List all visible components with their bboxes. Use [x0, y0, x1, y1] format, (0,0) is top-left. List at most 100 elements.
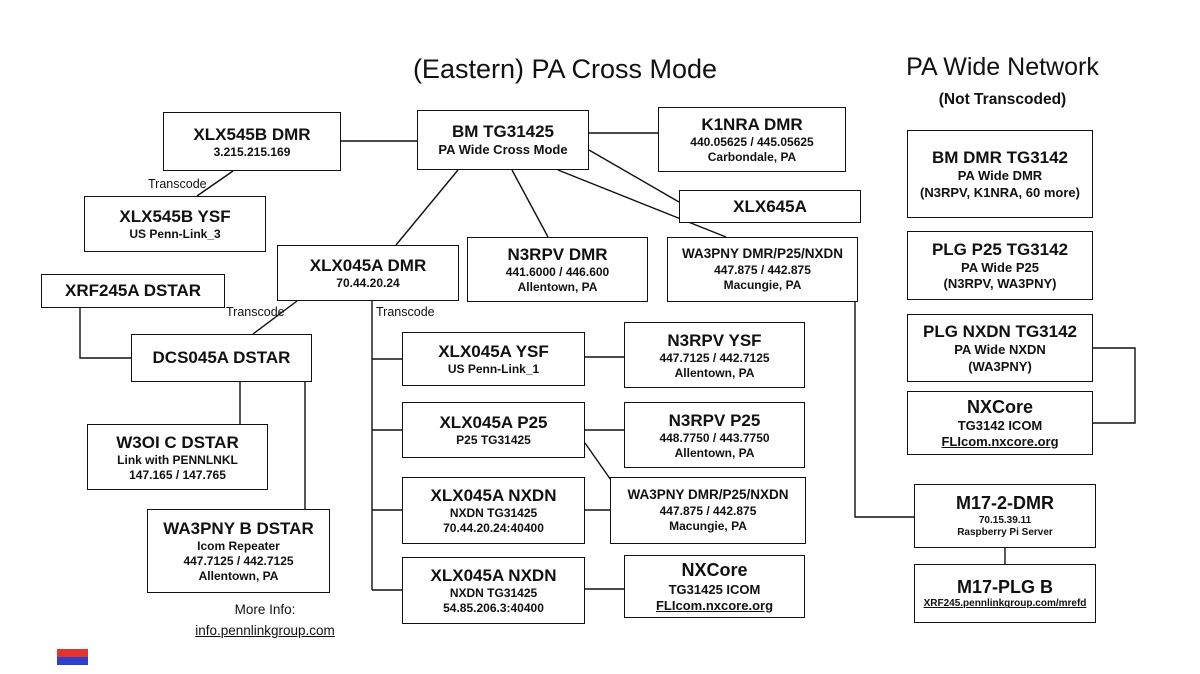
node-xlx645a: XLX645A — [679, 190, 861, 223]
node-title: N3RPV YSF — [667, 330, 762, 350]
node-wa3pny-multi-bottom: WA3PNY DMR/P25/NXDN 447.875 / 442.875 Ma… — [610, 477, 806, 544]
edge-bm-n3rpvdmr — [511, 169, 549, 238]
node-xlx045a-nxdn-1: XLX045A NXDN NXDN TG31425 70.44.20.24:40… — [402, 477, 585, 544]
node-m17-plg-b: M17-PLG B XRF245.pennlinkgroup.com/mrefd — [914, 564, 1096, 623]
node-title: N3RPV P25 — [668, 410, 761, 430]
node-k1nra-dmr: K1NRA DMR 440.05625 / 445.05625 Carbonda… — [658, 107, 846, 172]
node-sub: (N3RPV, K1NRA, 60 more) — [920, 184, 1080, 200]
node-sub: PA Wide DMR — [957, 168, 1043, 184]
node-title: NXCore — [966, 396, 1033, 417]
node-bm-dmr-tg3142: BM DMR TG3142 PA Wide DMR (N3RPV, K1NRA,… — [907, 130, 1093, 218]
node-sub: NXDN TG31425 — [449, 586, 538, 601]
node-n3rpv-dmr: N3RPV DMR 441.6000 / 446.600 Allentown, … — [467, 237, 648, 302]
transcode-label-1: Transcode — [148, 177, 207, 191]
edge-p25-wa3pny-bottom — [584, 442, 614, 484]
node-title: M17-PLG B — [956, 577, 1053, 598]
node-sub: Allentown, PA — [674, 445, 755, 460]
node-title: PLG P25 TG3142 — [931, 239, 1069, 259]
node-bm-tg31425: BM TG31425 PA Wide Cross Mode — [417, 110, 589, 170]
node-sub: US Penn-Link_1 — [447, 362, 540, 377]
node-title: BM DMR TG3142 — [931, 148, 1069, 168]
node-xlx045a-dmr: XLX045A DMR 70.44.20.24 — [277, 245, 459, 301]
node-sub: NXDN TG31425 — [449, 506, 538, 521]
node-title: XLX045A YSF — [438, 342, 549, 362]
corner-logo-blue-bar — [57, 657, 88, 665]
node-sub: US Penn-Link_3 — [129, 227, 221, 242]
node-sub: 447.7125 / 442.7125 — [659, 350, 770, 365]
edge-plgnxdn-nxcore — [1093, 347, 1136, 424]
node-xlx545b-ysf: XLX545B YSF US Penn-Link_3 — [84, 196, 266, 252]
node-xlx045a-nxdn-2: XLX045A NXDN NXDN TG31425 54.85.206.3:40… — [402, 557, 585, 624]
node-sub: Allentown, PA — [517, 280, 598, 295]
node-sub: PA Wide P25 — [961, 259, 1039, 275]
node-title: DCS045A DSTAR — [152, 348, 291, 368]
node-sub: 440.05625 / 445.05625 — [690, 135, 814, 150]
node-title: PLG NXDN TG3142 — [923, 322, 1077, 342]
network-subtitle: (Not Transcoded) — [938, 91, 1067, 108]
node-title: XLX045A NXDN — [430, 566, 557, 586]
edge-bm-xlx045admr — [395, 169, 459, 246]
transcode-label-3: Transcode — [376, 305, 435, 319]
node-sub: 441.6000 / 446.600 — [505, 265, 610, 280]
nxcore-link[interactable]: FLIcom.nxcore.org — [655, 597, 774, 613]
node-n3rpv-ysf: N3RPV YSF 447.7125 / 442.7125 Allentown,… — [624, 322, 805, 388]
edge-wa3pnytop-m17 — [854, 302, 914, 518]
node-sub: 70.15.39.11 — [978, 514, 1032, 526]
node-title: XRF245A DSTAR — [64, 281, 202, 301]
node-sub: Carbondale, PA — [707, 150, 797, 165]
node-sub: Link with PENNLNKL — [117, 452, 238, 467]
node-plg-nxdn-tg3142: PLG NXDN TG3142 PA Wide NXDN (WA3PNY) — [907, 314, 1093, 382]
node-title: XLX045A P25 — [439, 413, 548, 433]
node-sub: Macungie, PA — [669, 518, 747, 533]
node-plg-p25-tg3142: PLG P25 TG3142 PA Wide P25 (N3RPV, WA3PN… — [907, 231, 1093, 300]
node-title: XLX045A NXDN — [430, 486, 557, 506]
node-sub: 447.875 / 442.875 — [714, 262, 811, 277]
node-title: WA3PNY B DSTAR — [163, 519, 314, 539]
m17-plg-link[interactable]: XRF245.pennlinkgroup.com/mrefd — [923, 598, 1087, 610]
node-sub: TG31425 ICOM — [668, 581, 761, 597]
transcode-label-2: Transcode — [226, 305, 285, 319]
node-dcs045a-dstar: DCS045A DSTAR — [131, 334, 312, 382]
node-nxcore-right: NXCore TG3142 ICOM FLIcom.nxcore.org — [907, 391, 1093, 455]
node-sub: Macungie, PA — [723, 277, 802, 292]
node-title: XLX545B YSF — [119, 207, 231, 227]
edge-xrf245a-dcs045a — [79, 308, 131, 359]
node-sub: 70.44.20.24:40400 — [443, 521, 544, 536]
node-sub: Icom Repeater — [197, 539, 280, 554]
node-title: WA3PNY DMR/P25/NXDN — [681, 246, 844, 262]
page-title: (Eastern) PA Cross Mode — [412, 54, 718, 84]
node-wa3pny-b-dstar: WA3PNY B DSTAR Icom Repeater 447.7125 / … — [147, 509, 330, 593]
node-sub: PA Wide NXDN — [954, 342, 1046, 358]
node-title: NXCore — [681, 560, 748, 581]
node-sub: Allentown, PA — [674, 365, 755, 380]
node-sub: P25 TG31425 — [456, 433, 531, 448]
corner-logo-red-bar — [57, 649, 88, 657]
node-sub: PA Wide Cross Mode — [438, 142, 568, 158]
node-sub: 54.85.206.3:40400 — [443, 601, 544, 616]
node-title: XLX545B DMR — [193, 124, 311, 144]
node-nxcore-mid: NXCore TG31425 ICOM FLIcom.nxcore.org — [624, 555, 805, 618]
more-info-link[interactable]: info.pennlinkgroup.com — [195, 623, 335, 638]
node-sub: 447.7125 / 442.7125 — [183, 554, 294, 569]
network-title: PA Wide Network — [906, 53, 1099, 81]
node-sub: (N3RPV, WA3PNY) — [943, 276, 1057, 292]
node-title: XLX645A — [733, 196, 807, 216]
more-info-block: More Info: info.pennlinkgroup.com — [165, 602, 365, 638]
node-sub: Allentown, PA — [198, 568, 279, 583]
node-xlx545b-dmr: XLX545B DMR 3.215.215.169 — [163, 112, 341, 171]
node-title: W3OI C DSTAR — [116, 432, 239, 452]
more-info-label: More Info: — [234, 602, 296, 617]
node-sub: 447.875 / 442.875 — [659, 503, 757, 518]
corner-logo-fragment — [57, 649, 88, 665]
node-sub: 147.165 / 147.765 — [129, 467, 226, 482]
node-sub: Raspberry Pi Server — [957, 527, 1053, 539]
node-wa3pny-multi-top: WA3PNY DMR/P25/NXDN 447.875 / 442.875 Ma… — [667, 237, 858, 302]
node-title: WA3PNY DMR/P25/NXDN — [627, 487, 789, 503]
node-xlx045a-p25: XLX045A P25 P25 TG31425 — [402, 402, 585, 458]
node-title: BM TG31425 — [451, 122, 555, 142]
nxcore-link[interactable]: FLIcom.nxcore.org — [941, 434, 1059, 450]
node-title: M17-2-DMR — [955, 493, 1054, 514]
node-xlx045a-ysf: XLX045A YSF US Penn-Link_1 — [402, 332, 585, 386]
node-sub: 3.215.215.169 — [213, 144, 291, 159]
